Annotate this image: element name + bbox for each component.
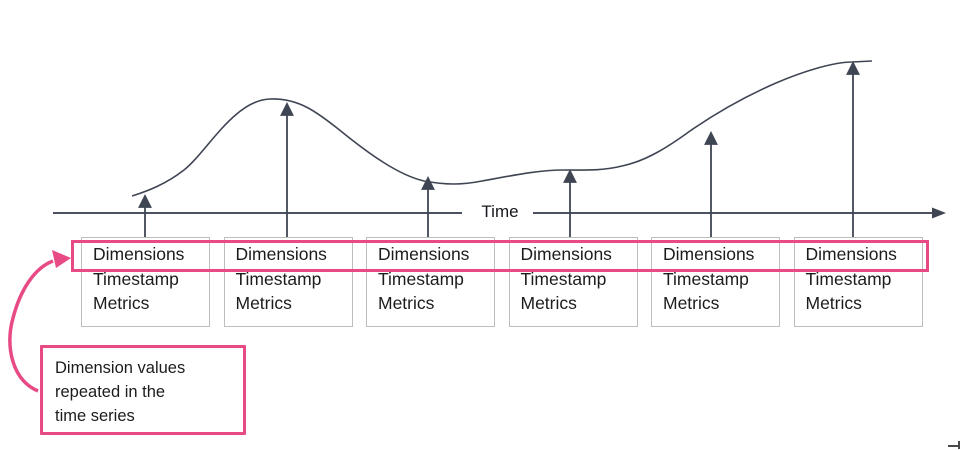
record-timestamp-label: Timestamp	[520, 268, 607, 289]
record-box: Dimensions Timestamp Metrics	[651, 237, 780, 327]
time-axis-arrowhead	[932, 207, 946, 219]
callout-arrowhead-icon	[52, 250, 71, 268]
record-dimensions-label: Dimensions	[663, 244, 755, 264]
record-box: Dimensions Timestamp Metrics	[366, 237, 495, 327]
record-metrics-label: Metrics	[520, 293, 577, 313]
record-metrics-label: Metrics	[805, 293, 862, 313]
record-timestamp-label: Timestamp	[235, 268, 322, 289]
record-timestamp-label: Timestamp	[378, 268, 464, 289]
record-box: Dimensions Timestamp Metrics	[793, 237, 923, 327]
callout-text-line: time series	[55, 407, 135, 425]
record-dimensions-label: Dimensions	[235, 244, 327, 264]
callout-text-line: repeated in the	[55, 383, 166, 401]
record-metrics-label: Metrics	[93, 293, 150, 313]
dimensions-highlight-band	[71, 240, 929, 272]
record-metrics-label: Metrics	[378, 293, 435, 313]
record-timestamp-label: Timestamp	[805, 268, 892, 289]
record-timestamp-label: Timestamp	[93, 268, 179, 289]
record-dimensions-label: Dimensions	[93, 244, 185, 264]
record-dimensions-label: Dimensions	[378, 244, 470, 264]
time-series-curve	[131, 60, 873, 197]
record-box: Dimensions Timestamp Metrics	[223, 237, 353, 327]
callout-box: Dimension values repeated in the time se…	[40, 345, 246, 435]
record-box: Dimensions Timestamp Metrics	[508, 237, 638, 327]
edge-artifact	[948, 445, 958, 447]
edge-artifact	[958, 441, 960, 449]
record-metrics-label: Metrics	[663, 293, 720, 313]
record-metrics-label: Metrics	[235, 293, 292, 313]
record-dimensions-label: Dimensions	[805, 244, 897, 264]
callout-text-line: Dimension values	[55, 359, 186, 377]
record-box: Dimensions Timestamp Metrics	[81, 237, 210, 327]
record-timestamp-label: Timestamp	[663, 268, 749, 289]
time-axis-label: Time	[481, 202, 519, 221]
record-row: Dimensions Timestamp Metrics Dimensions …	[81, 237, 923, 327]
record-dimensions-label: Dimensions	[520, 244, 612, 264]
